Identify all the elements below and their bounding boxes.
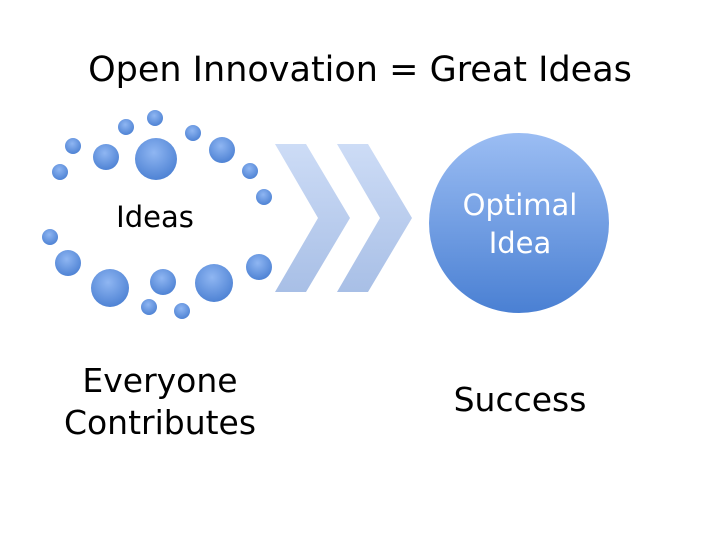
idea-dot <box>55 250 81 276</box>
idea-dot <box>195 264 233 302</box>
everyone-contributes-label: Everyone Contributes <box>30 360 290 444</box>
idea-dot <box>185 125 201 141</box>
optimal-idea-line2: Idea <box>488 226 552 260</box>
idea-dot <box>42 229 58 245</box>
slide-title: Open Innovation = Great Ideas <box>88 50 632 90</box>
everyone-line1: Everyone <box>82 361 238 400</box>
optimal-idea-line1: Optimal <box>462 188 578 222</box>
idea-dot <box>209 137 235 163</box>
idea-dot <box>65 138 81 154</box>
idea-dot <box>256 189 272 205</box>
idea-dot <box>141 299 157 315</box>
idea-dot <box>52 164 68 180</box>
idea-dots-ring <box>42 110 272 319</box>
ideas-label: Ideas <box>116 200 194 234</box>
idea-dot <box>147 110 163 126</box>
idea-dot <box>150 269 176 295</box>
idea-dot <box>91 269 129 307</box>
idea-dot <box>93 144 119 170</box>
optimal-idea-label: Optimal Idea <box>430 186 610 262</box>
idea-dot <box>118 119 134 135</box>
idea-dot <box>246 254 272 280</box>
idea-dot <box>242 163 258 179</box>
chevron-arrow-2 <box>337 144 412 292</box>
everyone-line2: Contributes <box>63 403 257 442</box>
success-label: Success <box>453 380 587 419</box>
idea-dot <box>135 138 177 180</box>
idea-dot <box>174 303 190 319</box>
optimal-idea-circle <box>429 133 609 313</box>
chevron-arrow-1 <box>275 144 350 292</box>
